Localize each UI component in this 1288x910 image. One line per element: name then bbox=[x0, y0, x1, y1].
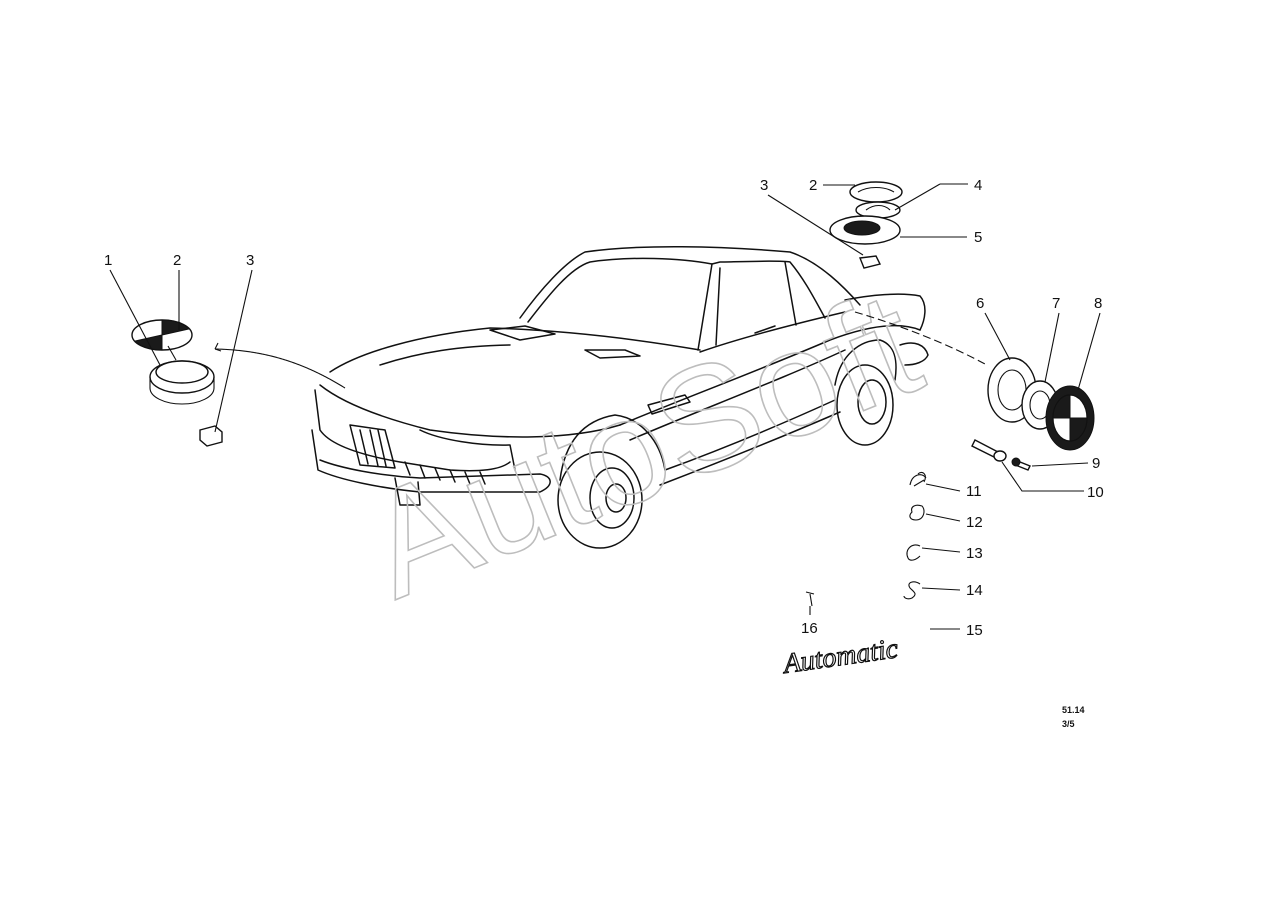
callout-13: 13 bbox=[966, 545, 983, 562]
badge-12 bbox=[909, 504, 925, 521]
watermark: AutoSoft bbox=[344, 258, 940, 629]
badge-11 bbox=[909, 471, 927, 487]
callout-2: 2 bbox=[173, 252, 181, 269]
callout-12: 12 bbox=[966, 514, 983, 531]
callout-9: 9 bbox=[1092, 455, 1100, 472]
trunk-emblem-group bbox=[829, 181, 986, 365]
callout-8: 8 bbox=[1094, 295, 1102, 312]
badge-16-clip bbox=[805, 591, 815, 607]
callout-2: 2 bbox=[809, 177, 817, 194]
callout-16: 16 bbox=[801, 620, 818, 637]
clip-nut bbox=[199, 425, 223, 447]
fuel-cap-group bbox=[971, 357, 1095, 471]
page-code: 51.14 3/5 bbox=[1062, 705, 1085, 729]
page-code-line2: 3/5 bbox=[1062, 719, 1075, 729]
front-emblem-group bbox=[131, 319, 346, 447]
callout-labels: 1 2 3 3 2 4 5 6 7 8 9 10 11 12 13 14 15 … bbox=[104, 177, 1104, 639]
automatic-script-badge: Automatic bbox=[780, 633, 901, 680]
callout-6: 6 bbox=[976, 295, 984, 312]
callout-3: 3 bbox=[246, 252, 254, 269]
car-illustration bbox=[311, 245, 929, 549]
callout-3: 3 bbox=[760, 177, 768, 194]
callout-7: 7 bbox=[1052, 295, 1060, 312]
callout-10: 10 bbox=[1087, 484, 1104, 501]
callout-14: 14 bbox=[966, 582, 983, 599]
emblem-disc-2 bbox=[849, 181, 903, 203]
leader-lines bbox=[109, 183, 1101, 630]
page-code-line1: 51.14 bbox=[1062, 705, 1085, 715]
badge-14 bbox=[903, 581, 921, 600]
callout-11: 11 bbox=[966, 483, 982, 500]
callout-4: 4 bbox=[974, 177, 982, 194]
clip-nut-rear bbox=[859, 255, 882, 269]
callout-5: 5 bbox=[974, 229, 982, 246]
badge-letters: Automatic bbox=[779, 471, 927, 681]
callout-1: 1 bbox=[104, 252, 112, 269]
callout-15: 15 bbox=[966, 622, 983, 639]
badge-13 bbox=[906, 544, 921, 561]
